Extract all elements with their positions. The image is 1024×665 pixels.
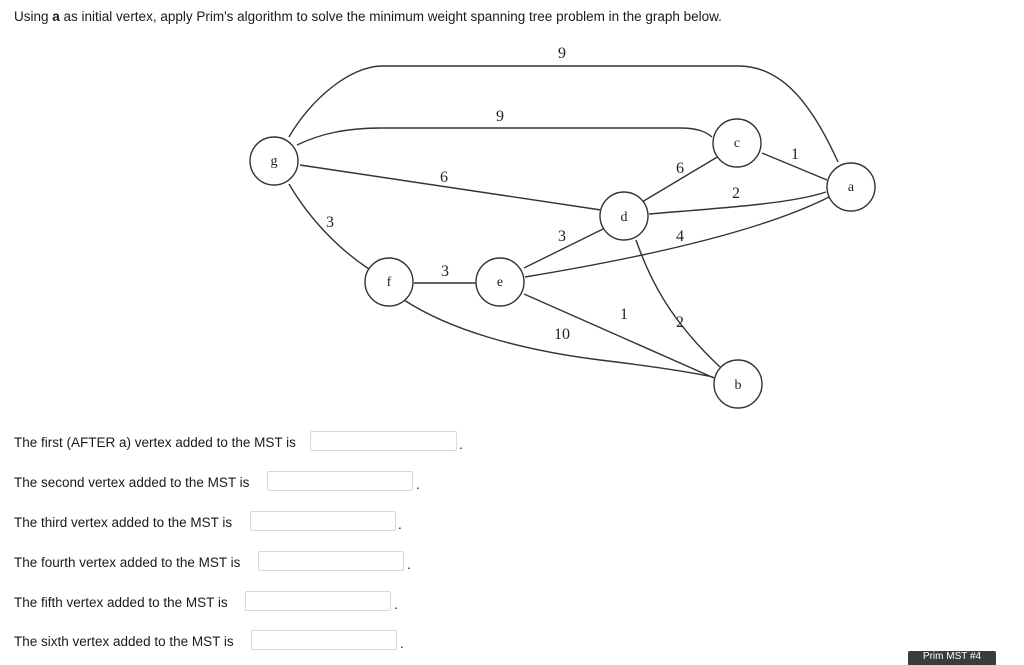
edge-c-a bbox=[761, 152, 828, 181]
answer-2-input[interactable] bbox=[267, 471, 413, 491]
edge-e-d bbox=[523, 228, 604, 269]
weight-g-a: 9 bbox=[558, 45, 566, 62]
edge-g-d bbox=[299, 164, 602, 211]
question-2-period: . bbox=[416, 477, 420, 492]
node-g-label: g bbox=[271, 154, 278, 169]
node-a-label: a bbox=[848, 180, 855, 195]
edge-d-c bbox=[641, 155, 720, 203]
node-c-label: c bbox=[734, 136, 740, 151]
weight-f-e: 3 bbox=[441, 263, 449, 280]
node-d-label: d bbox=[621, 210, 628, 225]
node-b-label: b bbox=[735, 378, 742, 393]
question-4-period: . bbox=[407, 557, 411, 572]
answer-5-input[interactable] bbox=[245, 591, 391, 611]
edge-g-c bbox=[296, 127, 713, 146]
node-f: f bbox=[364, 257, 414, 307]
weight-g-f: 3 bbox=[326, 214, 334, 231]
footer-tag: Prim MST #4 bbox=[908, 651, 996, 665]
edge-e-b bbox=[523, 293, 715, 379]
weight-g-c: 9 bbox=[496, 108, 504, 125]
edge-g-f bbox=[288, 183, 370, 270]
weight-d-b: 2 bbox=[676, 314, 684, 331]
answer-6-input[interactable] bbox=[251, 630, 397, 650]
question-3-label: The third vertex added to the MST is bbox=[14, 515, 233, 530]
graph-diagram: 9 9 6 3 3 3 6 1 2 4 2 1 10 g f e d c a b bbox=[249, 45, 876, 409]
question-6-period: . bbox=[400, 636, 404, 651]
edge-e-a bbox=[524, 196, 830, 278]
weight-e-d: 3 bbox=[558, 228, 566, 245]
question-3-period: . bbox=[398, 517, 402, 532]
edge-g-a bbox=[288, 65, 839, 163]
node-e-label: e bbox=[497, 275, 503, 290]
question-5-period: . bbox=[394, 597, 398, 612]
question-text: Using a as initial vertex, apply Prim's … bbox=[14, 9, 722, 25]
node-f-label: f bbox=[387, 275, 392, 290]
question-5-label: The fifth vertex added to the MST is bbox=[14, 595, 228, 610]
question-row-3: The third vertex added to the MST is . bbox=[14, 511, 402, 532]
node-e: e bbox=[475, 257, 525, 307]
question-row-6: The sixth vertex added to the MST is . bbox=[14, 630, 404, 651]
edge-d-a bbox=[648, 191, 827, 215]
weight-g-d: 6 bbox=[440, 169, 448, 186]
answer-1-input[interactable] bbox=[310, 431, 457, 451]
question-1-period: . bbox=[459, 437, 463, 452]
question-row-5: The fifth vertex added to the MST is . bbox=[14, 591, 398, 612]
question-2-label: The second vertex added to the MST is bbox=[14, 475, 250, 490]
node-d: d bbox=[599, 191, 649, 241]
question-1-label: The first (AFTER a) vertex added to the … bbox=[14, 435, 296, 450]
edge-d-b bbox=[635, 239, 721, 368]
weight-c-a: 1 bbox=[791, 146, 799, 163]
answer-4-input[interactable] bbox=[258, 551, 404, 571]
node-c: c bbox=[712, 118, 762, 168]
initial-vertex: a bbox=[52, 9, 60, 24]
weight-f-b: 10 bbox=[554, 326, 570, 343]
weight-d-c: 6 bbox=[676, 160, 684, 177]
question-suffix: as initial vertex, apply Prim's algorith… bbox=[59, 9, 722, 24]
question-row-1: The first (AFTER a) vertex added to the … bbox=[14, 431, 463, 452]
question-4-label: The fourth vertex added to the MST is bbox=[14, 555, 241, 570]
node-a: a bbox=[826, 162, 876, 212]
weight-d-a: 2 bbox=[732, 185, 740, 202]
weight-e-b: 1 bbox=[620, 306, 628, 323]
node-b: b bbox=[713, 359, 763, 409]
question-row-2: The second vertex added to the MST is . bbox=[14, 471, 420, 492]
question-prefix: Using bbox=[14, 9, 53, 24]
node-g: g bbox=[249, 136, 299, 186]
edge-f-b bbox=[403, 299, 714, 378]
weight-e-a: 4 bbox=[676, 228, 684, 245]
question-row-4: The fourth vertex added to the MST is . bbox=[14, 551, 411, 572]
answer-3-input[interactable] bbox=[250, 511, 396, 531]
question-6-label: The sixth vertex added to the MST is bbox=[14, 634, 234, 649]
